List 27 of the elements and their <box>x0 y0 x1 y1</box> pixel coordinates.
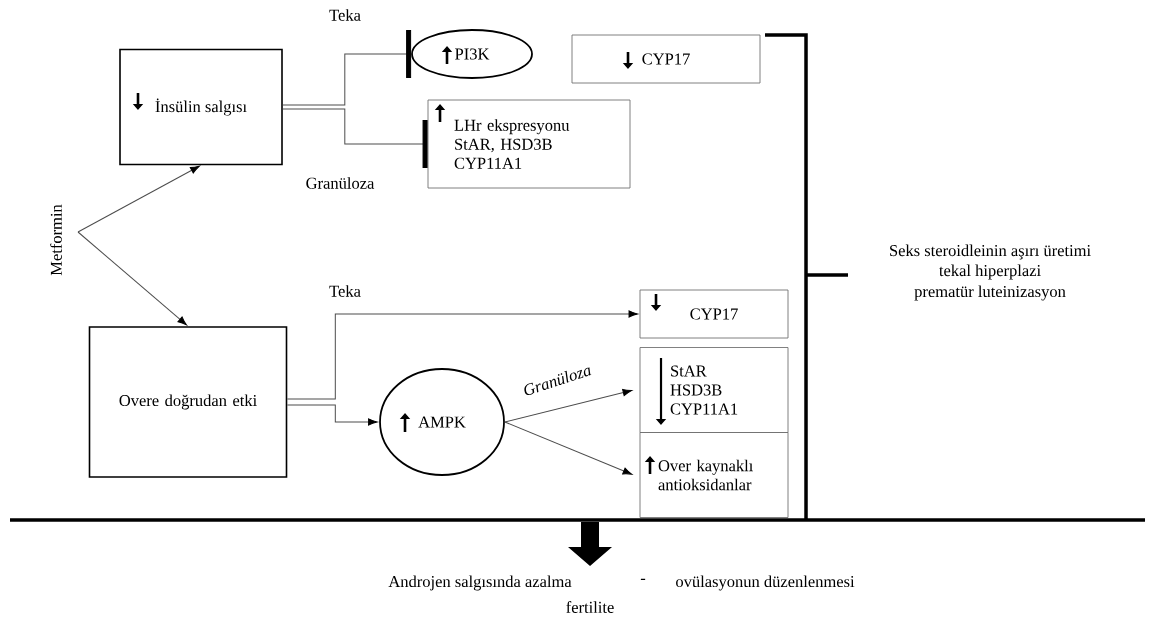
process-box: StAR HSD3B CYP11A1 <box>639 347 789 433</box>
note-text: Androjen salgısında azalma <box>388 575 572 591</box>
arrow <box>504 421 633 475</box>
arrow <box>77 231 187 326</box>
note-text: - <box>640 578 646 580</box>
note-text: tekal hiperplazi <box>939 264 1041 280</box>
note-text: ovülasyonun düzenlenmesi <box>676 575 855 591</box>
arrow <box>286 404 378 426</box>
note-text: fertilite <box>566 601 614 613</box>
edge-label: Granüloza <box>304 176 376 190</box>
arrow <box>282 108 428 168</box>
rotated-label: Metformin <box>50 204 62 276</box>
edge-label: Granüloza <box>520 362 594 398</box>
process-box: CYP17 <box>639 289 789 339</box>
arrow <box>77 165 200 233</box>
process-box: Over kaynaklı antioksidanlar <box>639 432 789 518</box>
edge-label: Teka <box>328 8 362 22</box>
arrow <box>286 310 638 400</box>
arrow <box>504 389 632 423</box>
arrow <box>282 30 412 106</box>
process-box: CYP17 <box>571 34 761 84</box>
process-box: İnsülin salgısı <box>119 48 283 166</box>
edge-label: Teka <box>328 284 362 298</box>
note-text: prematür luteinizasyon <box>914 285 1066 301</box>
process-box: LHr ekspresyonu StAR, HSD3B CYP11A1 <box>427 99 631 189</box>
process-box: Overe doğrudan etki <box>88 326 288 478</box>
note-text: Seks steroidleinin aşırı üretimi <box>890 244 1091 260</box>
